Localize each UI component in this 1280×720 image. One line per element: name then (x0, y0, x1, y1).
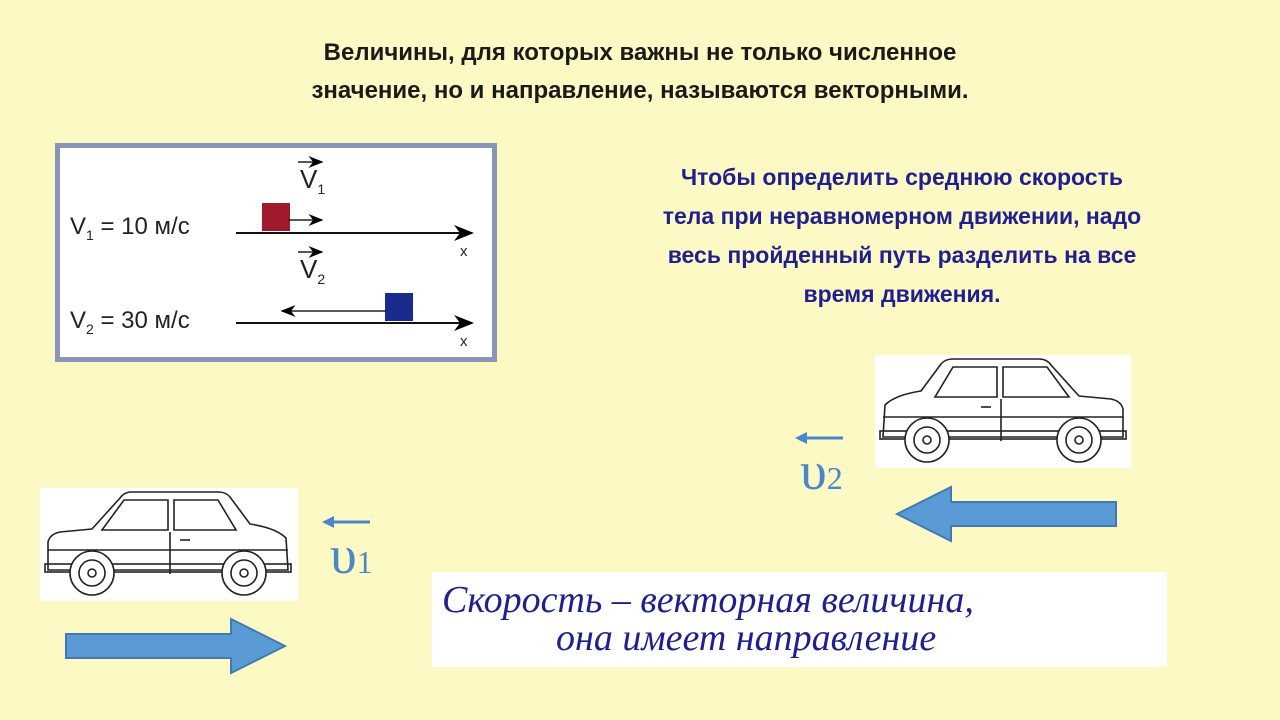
car-icon (44, 491, 292, 596)
average-speed-note: Чтобы определить среднюю скорость тела п… (552, 158, 1252, 314)
title-line-1: Величины, для которых важны не только чи… (323, 39, 957, 66)
v2-symbol: υ (800, 441, 827, 501)
slide-title: Величины, для которых важны не только чи… (150, 34, 1130, 110)
car-right (875, 355, 1131, 468)
velocity-v2-label: υ2 (800, 440, 843, 502)
velocity-diagram: V1 = 10 м/с V1 x V2 = 30 м/с V2 x (55, 143, 497, 362)
arrow-right-icon (65, 617, 287, 675)
row2-speed-label: V2 = 30 м/с (70, 307, 190, 337)
title-line-2: значение, но и направление, называются в… (311, 77, 969, 104)
velocity-v1-label: υ1 (330, 524, 373, 586)
row1-speed-label: V1 = 10 м/с (70, 213, 190, 243)
v1-vector-arrow (322, 516, 370, 528)
note-line-1: Чтобы определить среднюю скорость (681, 164, 1123, 190)
vector-statement: Скорость – векторная величина, она имеет… (432, 572, 1167, 667)
note-line-3: весь пройденный путь разделить на все (667, 242, 1137, 268)
statement-line-2: она имеет направление (556, 617, 937, 659)
v2-vector-arrow (795, 432, 843, 444)
arrow-left-icon (895, 485, 1117, 543)
row1-vector-label: V1 (300, 164, 325, 197)
statement-line-1: Скорость – векторная величина, (442, 579, 974, 621)
v2-sub: 2 (826, 460, 843, 496)
note-line-4: время движения. (803, 281, 1001, 307)
row1-axis-label: x (460, 243, 468, 260)
v1-symbol: υ (330, 525, 357, 585)
row2-block (385, 293, 413, 321)
velocity-diagram-svg: V1 = 10 м/с V1 x V2 = 30 м/с V2 x (70, 156, 474, 350)
car-left (40, 488, 298, 601)
note-line-2: тела при неравномерном движении, надо (662, 203, 1142, 229)
row2-vector-label: V2 (300, 254, 325, 287)
row2-axis-label: x (460, 333, 468, 350)
car-icon (879, 358, 1127, 463)
v1-sub: 1 (356, 544, 373, 580)
row1-block (262, 203, 290, 231)
